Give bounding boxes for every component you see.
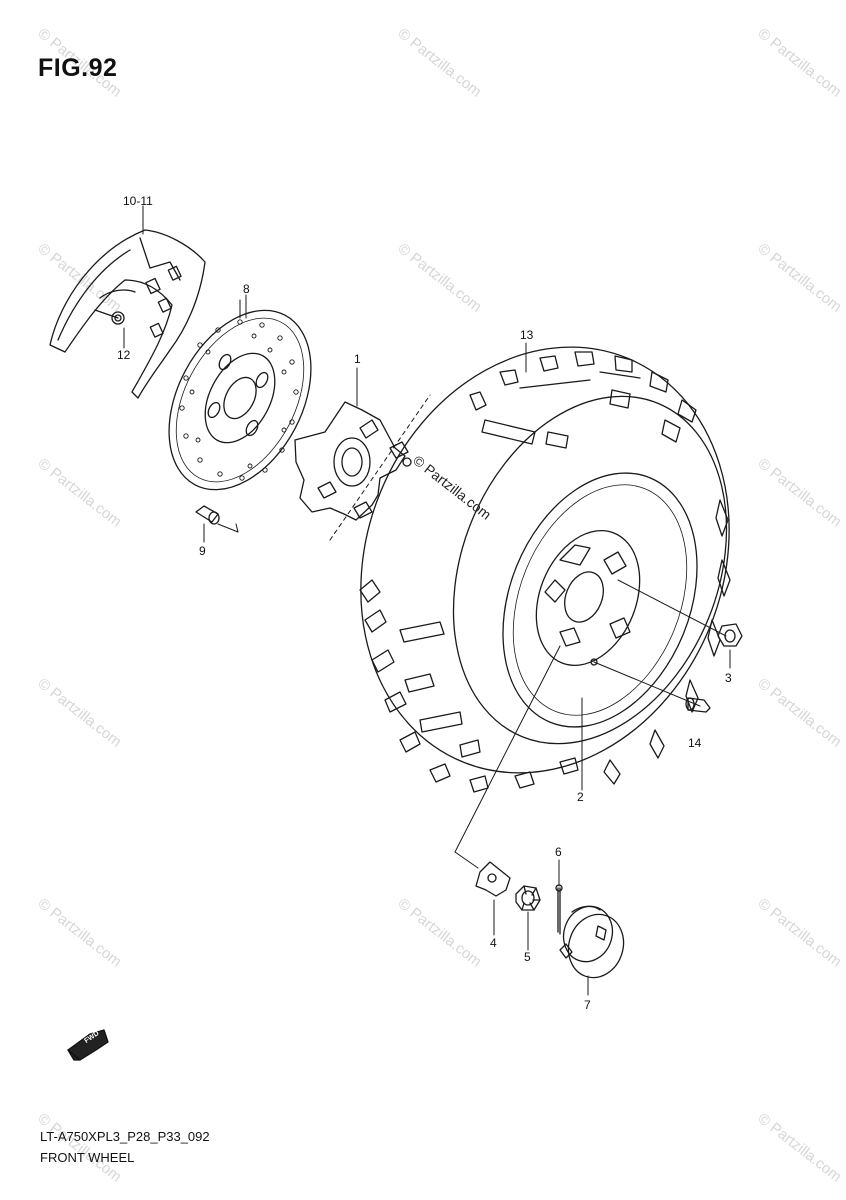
callout-10-11: 10-11	[123, 194, 153, 208]
brake-disc-cover[interactable]	[49, 229, 206, 399]
figure-title: FIG.92	[38, 54, 118, 82]
bolt-12[interactable]	[111, 311, 125, 325]
brake-disc[interactable]	[140, 286, 340, 514]
callout-13: 13	[520, 328, 534, 342]
wheel-rim[interactable]	[467, 444, 733, 756]
cotter-pin[interactable]	[555, 884, 563, 935]
bolt-9[interactable]	[195, 505, 220, 525]
callout-14: 14	[688, 736, 702, 750]
callout-5: 5	[524, 950, 531, 964]
wheel-nut[interactable]	[717, 623, 743, 647]
callout-4: 4	[490, 936, 497, 950]
figure-name: FRONT WHEEL	[40, 1150, 135, 1165]
leader-lines	[123, 205, 731, 996]
hub-cap[interactable]	[557, 900, 632, 985]
hub-castle-nut[interactable]	[515, 885, 541, 911]
hub-washer[interactable]	[475, 861, 511, 897]
callout-3: 3	[725, 671, 732, 685]
callout-6: 6	[555, 845, 562, 859]
callout-7: 7	[584, 998, 591, 1012]
callout-1: 1	[354, 352, 361, 366]
callout-2: 2	[577, 790, 584, 804]
forward-arrow-icon	[67, 1029, 109, 1061]
tire[interactable]	[298, 291, 791, 829]
callout-12: 12	[117, 348, 131, 362]
callout-9: 9	[199, 544, 206, 558]
callout-8: 8	[243, 282, 250, 296]
figure-code: LT-A750XPL3_P28_P33_092	[40, 1129, 210, 1144]
wheel-hub[interactable]	[294, 401, 412, 521]
